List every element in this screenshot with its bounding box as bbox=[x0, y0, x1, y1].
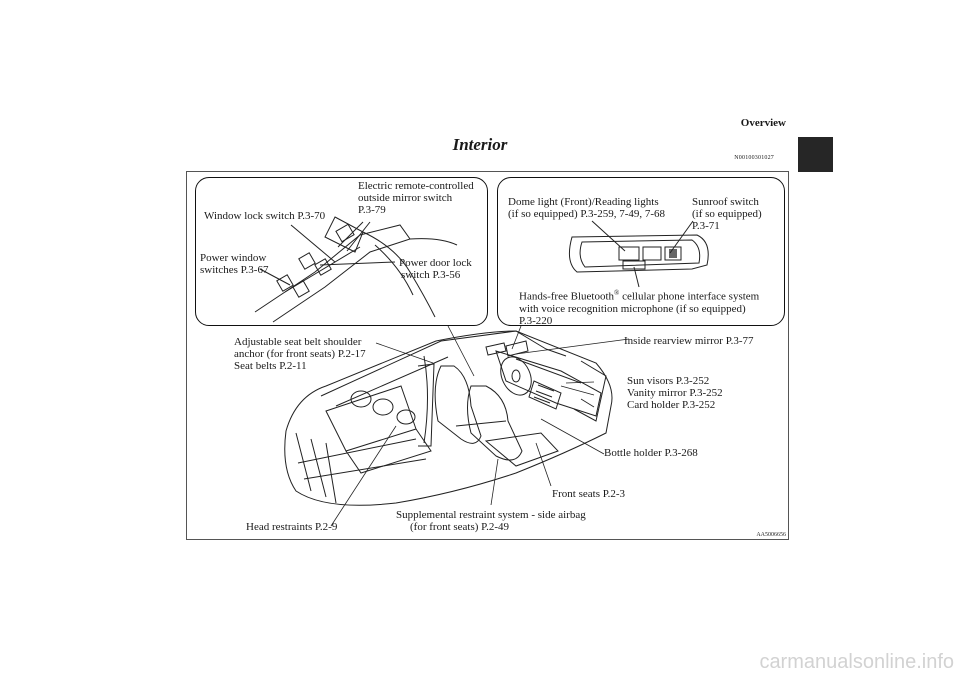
label-bottle-holder: Bottle holder P.3-268 bbox=[604, 447, 698, 459]
label-sun-visors: Sun visors P.3-252 Vanity mirror P.3-252… bbox=[627, 375, 723, 411]
label-side-airbag: Supplemental restraint system - side air… bbox=[396, 509, 586, 533]
label-power-window-switches: Power window switches P.3-67 bbox=[200, 252, 269, 276]
label-bluetooth-interface: Hands-free Bluetooth® cellular phone int… bbox=[519, 289, 760, 327]
car-interior-illustration bbox=[284, 325, 630, 527]
door-switch-inset bbox=[195, 177, 488, 326]
label-sunroof-switch: Sunroof switch (if so equipped) P.3-71 bbox=[692, 196, 762, 232]
label-seat-belt-anchor: Adjustable seat belt shoulder anchor (fo… bbox=[234, 336, 366, 372]
label-mirror-switch: Electric remote-controlled outside mirro… bbox=[358, 180, 474, 216]
label-dome-light: Dome light (Front)/Reading lights (if so… bbox=[508, 196, 666, 220]
label-rearview-mirror: Inside rearview mirror P.3-77 bbox=[624, 335, 754, 347]
overhead-console-inset bbox=[497, 177, 785, 326]
door-switch-panel-illustration bbox=[254, 216, 458, 323]
document-code: N00100301027 bbox=[734, 155, 774, 161]
label-window-lock-switch: Window lock switch P.3-70 bbox=[204, 210, 326, 222]
page-title: Interior bbox=[452, 135, 508, 154]
section-header: Overview bbox=[740, 117, 786, 129]
overhead-console-illustration bbox=[568, 220, 709, 288]
label-power-door-lock: Power door lock switch P.3-56 bbox=[399, 257, 472, 281]
label-front-seats: Front seats P.2-3 bbox=[552, 488, 626, 500]
section-tab bbox=[798, 137, 833, 172]
label-head-restraints: Head restraints P.2-9 bbox=[246, 521, 338, 533]
figure-reference: AA5006656 bbox=[756, 532, 786, 538]
watermark: carmanualsonline.info bbox=[759, 651, 954, 673]
figure-frame bbox=[186, 171, 789, 540]
